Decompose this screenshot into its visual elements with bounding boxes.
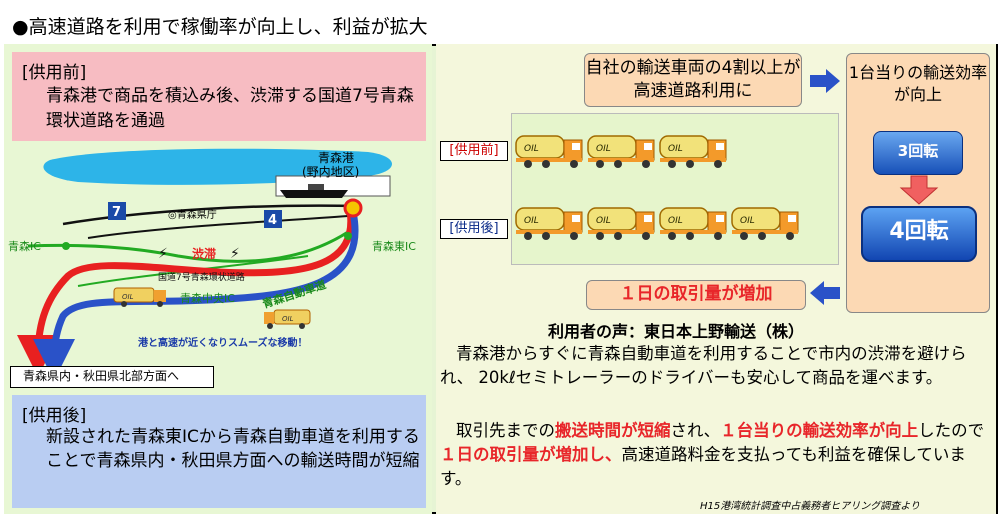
route-4-shield: 4 (268, 213, 277, 228)
truck-after-0: OIL (515, 207, 583, 240)
efficiency-title: 1台当りの輸送効率が向上 (848, 63, 988, 104)
after-box: [供用後] 新設された青森東ICから青森自動車道を利用することで青森県内・秋田県… (12, 395, 426, 508)
jam-label: 渋滞 (192, 246, 216, 261)
after-heading: [供用後] (22, 406, 87, 426)
svg-text:OIL: OIL (524, 216, 539, 226)
truck-after-3: OIL (731, 207, 799, 240)
route-map: 青森港 (野内地区) 7 4 ◎青森県庁 ⚡ 渋滞 ⚡ 国道7号青森環状道路 青… (8, 148, 416, 381)
voice-title: 利用者の声：東日本上野輸送（株） (548, 322, 805, 341)
efficiency-box: 1台当りの輸送効率が向上 3回転 4回転 (846, 53, 990, 313)
old-route (17, 209, 355, 377)
aomori-central-ic: 青森中央IC (180, 291, 235, 305)
aomori-ic: 青森IC (8, 239, 41, 253)
svg-text:OIL: OIL (596, 144, 611, 154)
aomori-east-ic: 青森東IC (372, 239, 416, 253)
arrow-down-icon (899, 175, 939, 205)
svg-text:OIL: OIL (524, 144, 539, 154)
svg-text:OIL: OIL (668, 216, 683, 226)
truck-before-2: OIL (659, 135, 727, 168)
port-marker-icon (343, 198, 363, 218)
truck-rows: OIL OIL OIL OIL OIL OIL OIL (515, 135, 799, 240)
before-box: [供用前] 青森港で商品を積込み後、渋滞する国道7号青森環状道路を通過 (12, 52, 426, 141)
destination-label: 青森県内・秋田県北部方面へ (10, 366, 214, 388)
port-sub: (野内地区) (302, 165, 359, 179)
truck-before-0: OIL (515, 135, 583, 168)
ring-road-label: 国道7号青森環状道路 (158, 271, 245, 283)
increase-box: １日の取引量が増加 (586, 280, 806, 310)
port-name: 青森港 (318, 150, 354, 165)
svg-text:OIL: OIL (122, 293, 134, 301)
svg-text:OIL: OIL (668, 144, 683, 154)
ship-icon (280, 190, 348, 198)
map-truck-1: OIL (113, 287, 166, 307)
before-rotation: 3回転 (873, 131, 963, 175)
trucks-before-label: [供用前] (440, 141, 508, 161)
headline: ●高速道路を利用で稼働率が向上し、利益が拡大 (12, 16, 428, 38)
before-heading: [供用前] (22, 63, 87, 83)
ring-road-4 (87, 215, 349, 239)
note-box: 自社の輸送車両の4割以上が高速道路利用に (584, 53, 802, 107)
truck-before-1: OIL (587, 135, 655, 168)
voice-paragraph-1: 青森港からすぐに青森自動車道を利用することで市内の渋滞を避けられ、 20kℓセミ… (440, 344, 967, 387)
after-rotation: 4回転 (861, 206, 977, 262)
jam-icon: ⚡ (158, 246, 168, 262)
green-route (27, 230, 349, 263)
voice-paragraph-2: 取引先までの搬送時間が短縮され、１台当りの輸送効率が向上したので１日の取引量が増… (440, 421, 985, 488)
arrow-left-icon (810, 281, 840, 305)
truck-after-2: OIL (659, 207, 727, 240)
truck-after-1: OIL (587, 207, 655, 240)
after-text: 新設された青森東ICから青森自動車道を利用することで青森県内・秋田県方面への輸送… (46, 427, 420, 471)
trucks-after-label: [供用後] (440, 219, 508, 239)
before-text: 青森港で商品を積込み後、渋滞する国道7号青森環状道路を通過 (46, 86, 414, 131)
svg-text:OIL: OIL (596, 216, 611, 226)
map-truck-2: OIL (264, 309, 311, 329)
jam-icon-2: ⚡ (230, 246, 240, 262)
trucks-area: OIL OIL OIL OIL OIL OIL OIL (511, 113, 839, 265)
route-7-shield: 7 (112, 205, 121, 220)
arrow-right-icon (810, 69, 840, 93)
prefectural-office: ◎青森県庁 (168, 208, 217, 221)
svg-text:OIL: OIL (282, 315, 294, 323)
svg-text:OIL: OIL (740, 216, 755, 226)
source-note: H15港湾統計調査中占義務者ヒアリング調査より (700, 501, 921, 512)
smooth-move: 港と高速が近くなりスムーズな移動！ (138, 336, 308, 349)
ring-road-7 (62, 204, 359, 226)
